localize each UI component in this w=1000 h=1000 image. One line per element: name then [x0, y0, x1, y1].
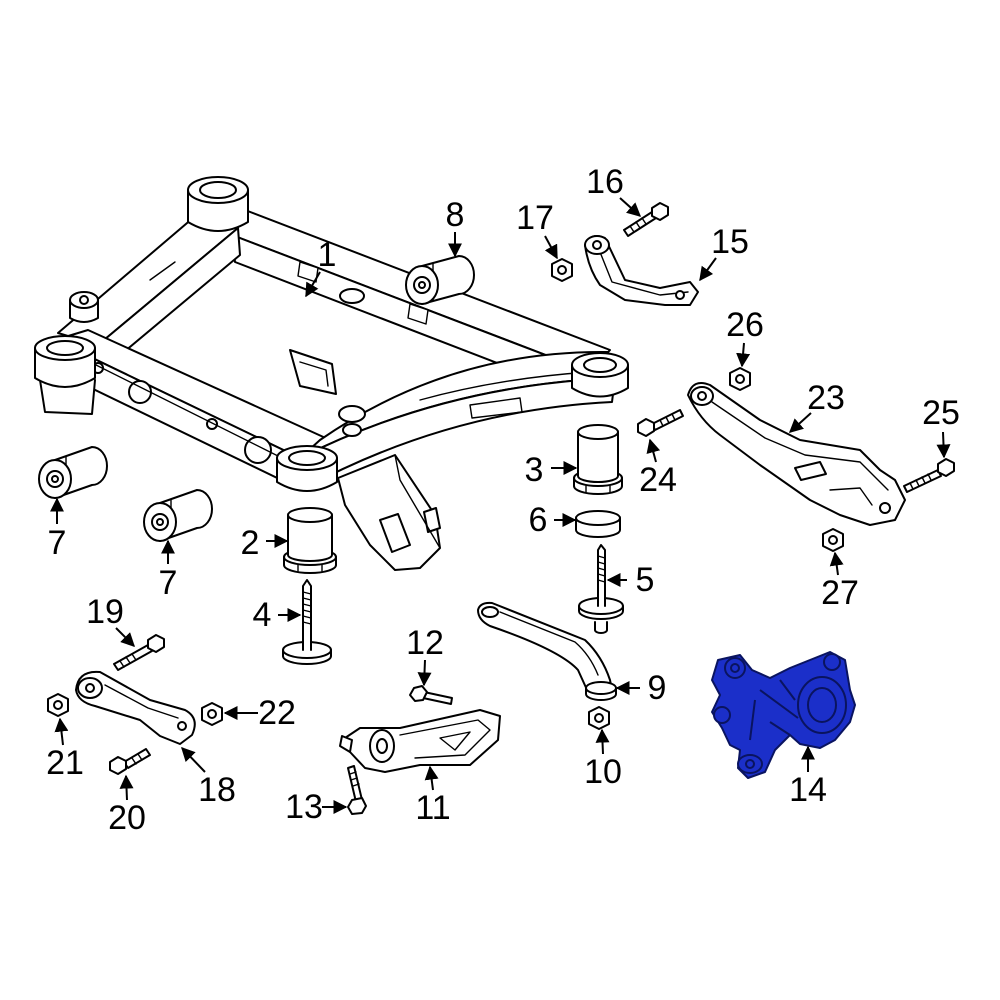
leader-arrow-16	[619, 197, 642, 217]
callout-7-left: 7	[48, 524, 67, 562]
callout-16: 16	[586, 163, 624, 201]
leader-arrow-24	[646, 438, 661, 463]
leader-arrow-12	[417, 659, 432, 687]
arm-23	[687, 382, 906, 526]
leader-arrow-25	[936, 431, 951, 459]
bolt-4	[282, 579, 332, 665]
callout-24: 24	[639, 461, 677, 499]
leader-arrow-23	[788, 412, 812, 433]
leader-arrow-19	[115, 627, 135, 647]
leader-arrow-11	[424, 765, 439, 791]
nut-27	[822, 528, 844, 552]
callout-22: 22	[258, 694, 296, 732]
callout-15: 15	[711, 223, 749, 261]
bolt-12	[409, 685, 453, 705]
callout-4: 4	[253, 596, 272, 634]
leader-arrow-21	[54, 717, 69, 746]
callout-10: 10	[584, 753, 622, 791]
leader-arrow-27	[829, 551, 844, 576]
bolt-19	[113, 634, 165, 671]
leader-arrow-26	[736, 342, 751, 368]
bolt-5	[578, 544, 624, 634]
leader-arrow-18	[181, 746, 206, 773]
callout-12: 12	[406, 624, 444, 662]
callout-labels: 1 2 3 4 5 6 7 7 8 9 10 11 12 13 14 15 16…	[46, 163, 960, 837]
arm-15	[584, 235, 699, 306]
bolt-13	[347, 765, 367, 815]
callout-9: 9	[648, 669, 667, 707]
callout-3: 3	[525, 451, 544, 489]
callout-17: 17	[516, 199, 554, 237]
callout-26: 26	[726, 306, 764, 344]
callout-20: 20	[108, 799, 146, 837]
mount-3	[573, 424, 623, 495]
nut-21	[47, 693, 69, 717]
bushing-7-right	[143, 489, 213, 542]
subframe	[34, 176, 629, 571]
arm-18	[75, 670, 196, 745]
leader-arrow-1	[305, 271, 321, 298]
callout-1: 1	[318, 236, 337, 274]
callout-21: 21	[46, 744, 84, 782]
callout-18: 18	[198, 771, 236, 809]
callout-2: 2	[241, 524, 260, 562]
bolt-24	[637, 409, 684, 437]
callout-7-right: 7	[159, 564, 178, 602]
callout-23: 23	[807, 379, 845, 417]
arm-11	[339, 709, 501, 773]
callout-11: 11	[415, 789, 450, 827]
callout-8: 8	[446, 196, 465, 234]
nut-22	[201, 702, 223, 726]
callout-6: 6	[529, 501, 548, 539]
leader-arrow-17	[544, 235, 558, 260]
callout-27: 27	[821, 574, 859, 612]
bolt-25	[903, 458, 955, 493]
nut-26	[729, 367, 751, 391]
nut-10	[588, 706, 610, 730]
leader-arrow-20	[119, 774, 134, 801]
callout-19: 19	[86, 593, 124, 631]
knuckle-14	[711, 651, 856, 779]
callout-25: 25	[922, 394, 960, 432]
bushing-7-left	[38, 446, 108, 499]
leader-arrows	[50, 197, 951, 814]
mount-2	[283, 507, 337, 574]
leader-arrow-15	[699, 257, 717, 282]
bolt-16	[623, 202, 669, 237]
leader-arrow-10	[595, 728, 610, 755]
nut-17	[551, 258, 573, 282]
bolt-20	[109, 748, 151, 775]
link-9	[477, 601, 617, 701]
bushing-8	[405, 255, 475, 305]
callout-13: 13	[285, 788, 323, 826]
callout-14: 14	[789, 771, 827, 809]
washer-6	[575, 510, 621, 538]
callout-5: 5	[636, 561, 655, 599]
